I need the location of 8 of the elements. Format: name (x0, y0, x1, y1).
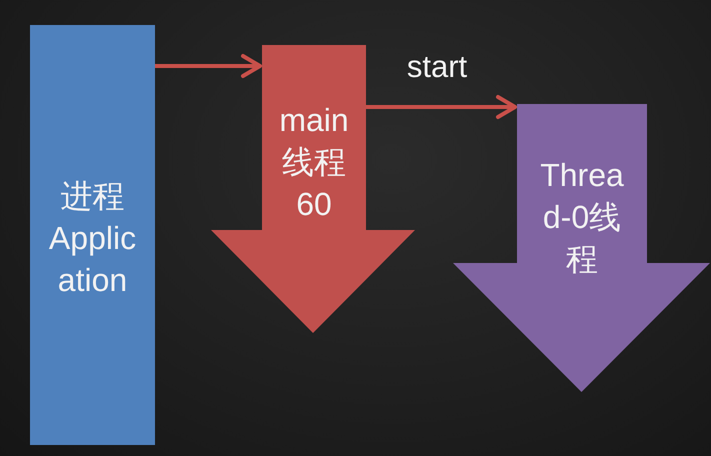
process-box (30, 25, 155, 445)
box-label: 进程 Application (48, 177, 138, 300)
arrow (155, 54, 262, 78)
arrow (366, 95, 517, 119)
edge-label: start (406, 49, 468, 85)
arrow-label: main 线程 60 (278, 101, 350, 224)
arrow-label: Thread-0线程 (539, 156, 625, 279)
down-arrow (453, 104, 710, 392)
